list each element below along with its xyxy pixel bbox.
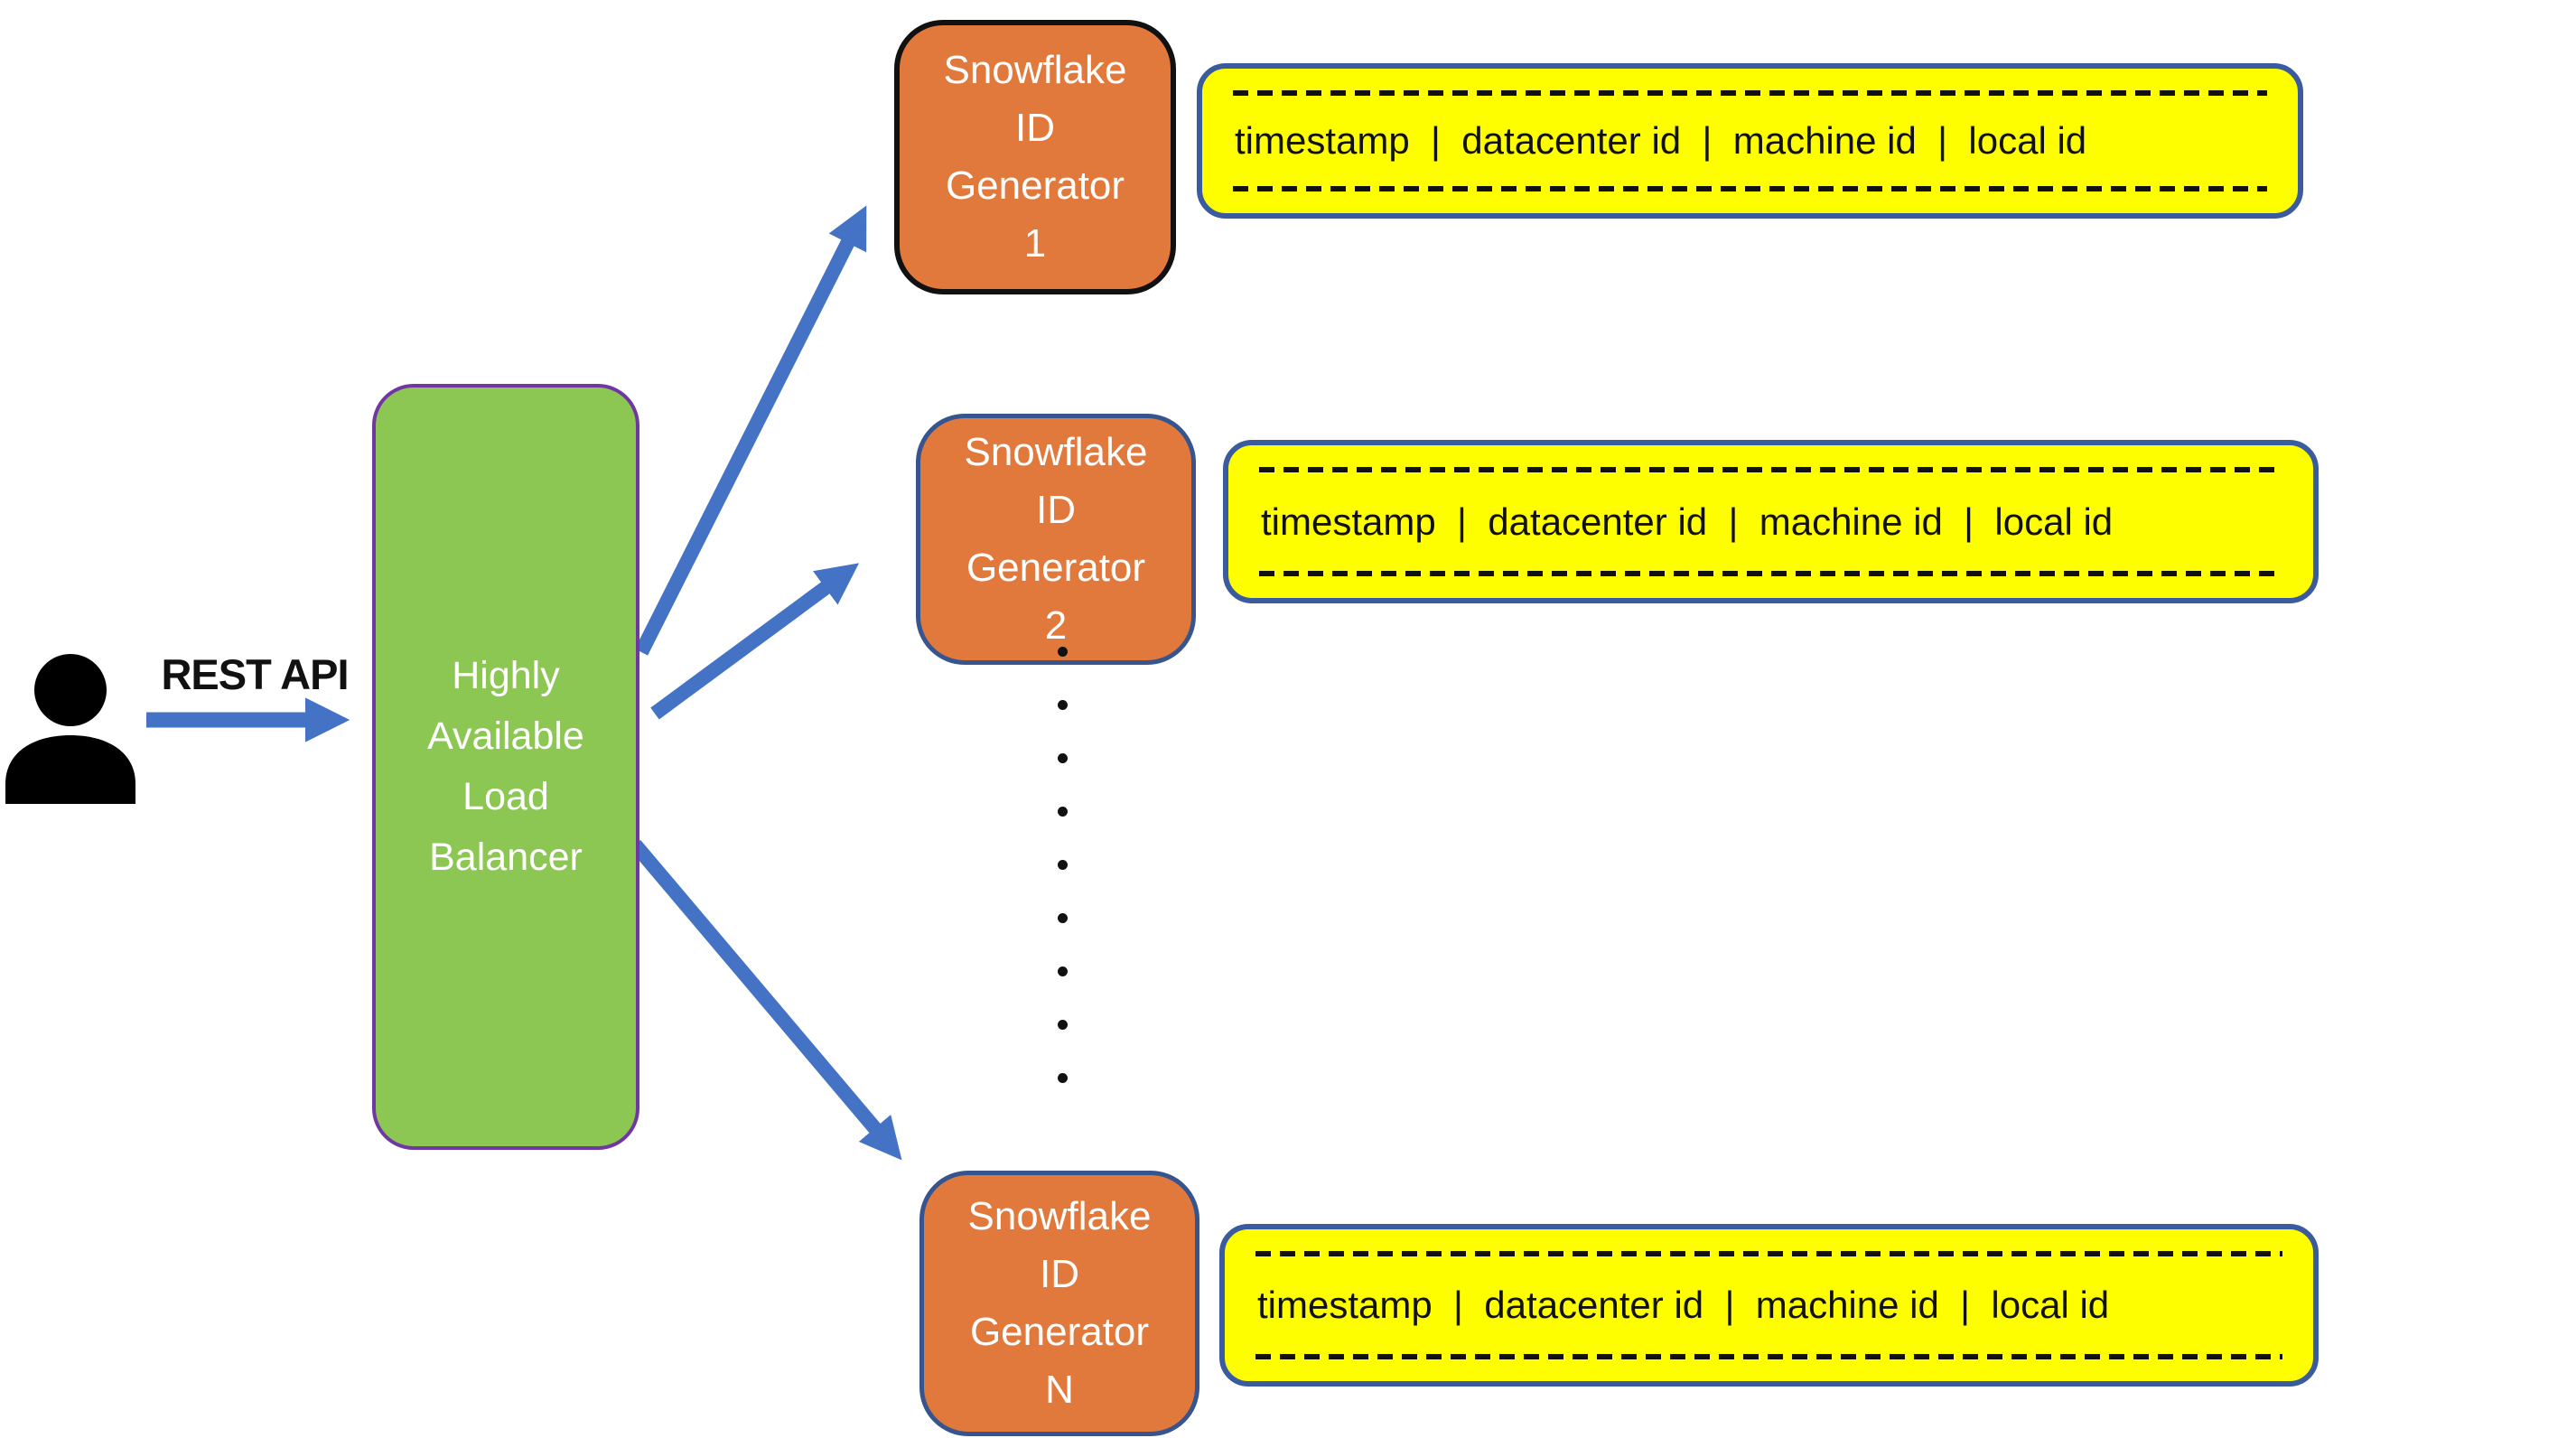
user-head <box>34 654 107 726</box>
ellipsis-dots <box>1058 647 1068 1083</box>
dashed-line-top <box>1233 90 2267 96</box>
id-format-text-N: timestamp | datacenter id | machine id |… <box>1257 1284 2110 1326</box>
user-body <box>5 735 135 804</box>
ellipsis-dot <box>1058 647 1068 657</box>
generator-label-2: Snowflake ID Generator 2 <box>964 430 1148 648</box>
ellipsis-dot <box>1058 966 1068 976</box>
ellipsis-dot <box>1058 700 1068 710</box>
load-balancer-box: Highly Available Load Balancer <box>372 384 639 1150</box>
generator-label-N: Snowflake ID Generator N <box>967 1194 1152 1412</box>
arrow-loadbalancer-to-generator-1 <box>634 205 867 656</box>
rest-api-label: REST API <box>161 649 349 698</box>
generator-box-1: Snowflake ID Generator 1 <box>894 20 1176 294</box>
ellipsis-dot <box>1058 1020 1068 1030</box>
id-format-box-1: timestamp | datacenter id | machine id |… <box>1197 63 2303 219</box>
ellipsis-dot <box>1058 1073 1068 1083</box>
dashed-line-top <box>1259 467 2282 472</box>
user-icon <box>5 654 135 804</box>
ellipsis-dot <box>1058 913 1068 923</box>
id-format-text-1: timestamp | datacenter id | machine id |… <box>1235 119 2087 162</box>
ellipsis-dot <box>1058 753 1068 763</box>
generator-box-N: Snowflake ID Generator N <box>919 1171 1199 1436</box>
id-format-box-2: timestamp | datacenter id | machine id |… <box>1223 440 2319 603</box>
generator-label-1: Snowflake ID Generator 1 <box>943 48 1127 266</box>
arrow-loadbalancer-to-generator-2 <box>650 563 860 720</box>
id-format-box-N: timestamp | datacenter id | machine id |… <box>1219 1224 2319 1387</box>
ellipsis-dot <box>1058 807 1068 817</box>
dashed-line-bottom <box>1255 1354 2282 1359</box>
dashed-line-top <box>1255 1251 2282 1256</box>
generator-box-2: Snowflake ID Generator 2 <box>916 414 1196 665</box>
ellipsis-dot <box>1058 860 1068 870</box>
dashed-line-bottom <box>1259 571 2282 576</box>
dashed-line-bottom <box>1233 186 2267 191</box>
load-balancer-label: Highly Available Load Balancer <box>427 654 584 879</box>
arrow-loadbalancer-to-generator-N <box>629 839 902 1161</box>
id-format-text-2: timestamp | datacenter id | machine id |… <box>1261 500 2114 543</box>
